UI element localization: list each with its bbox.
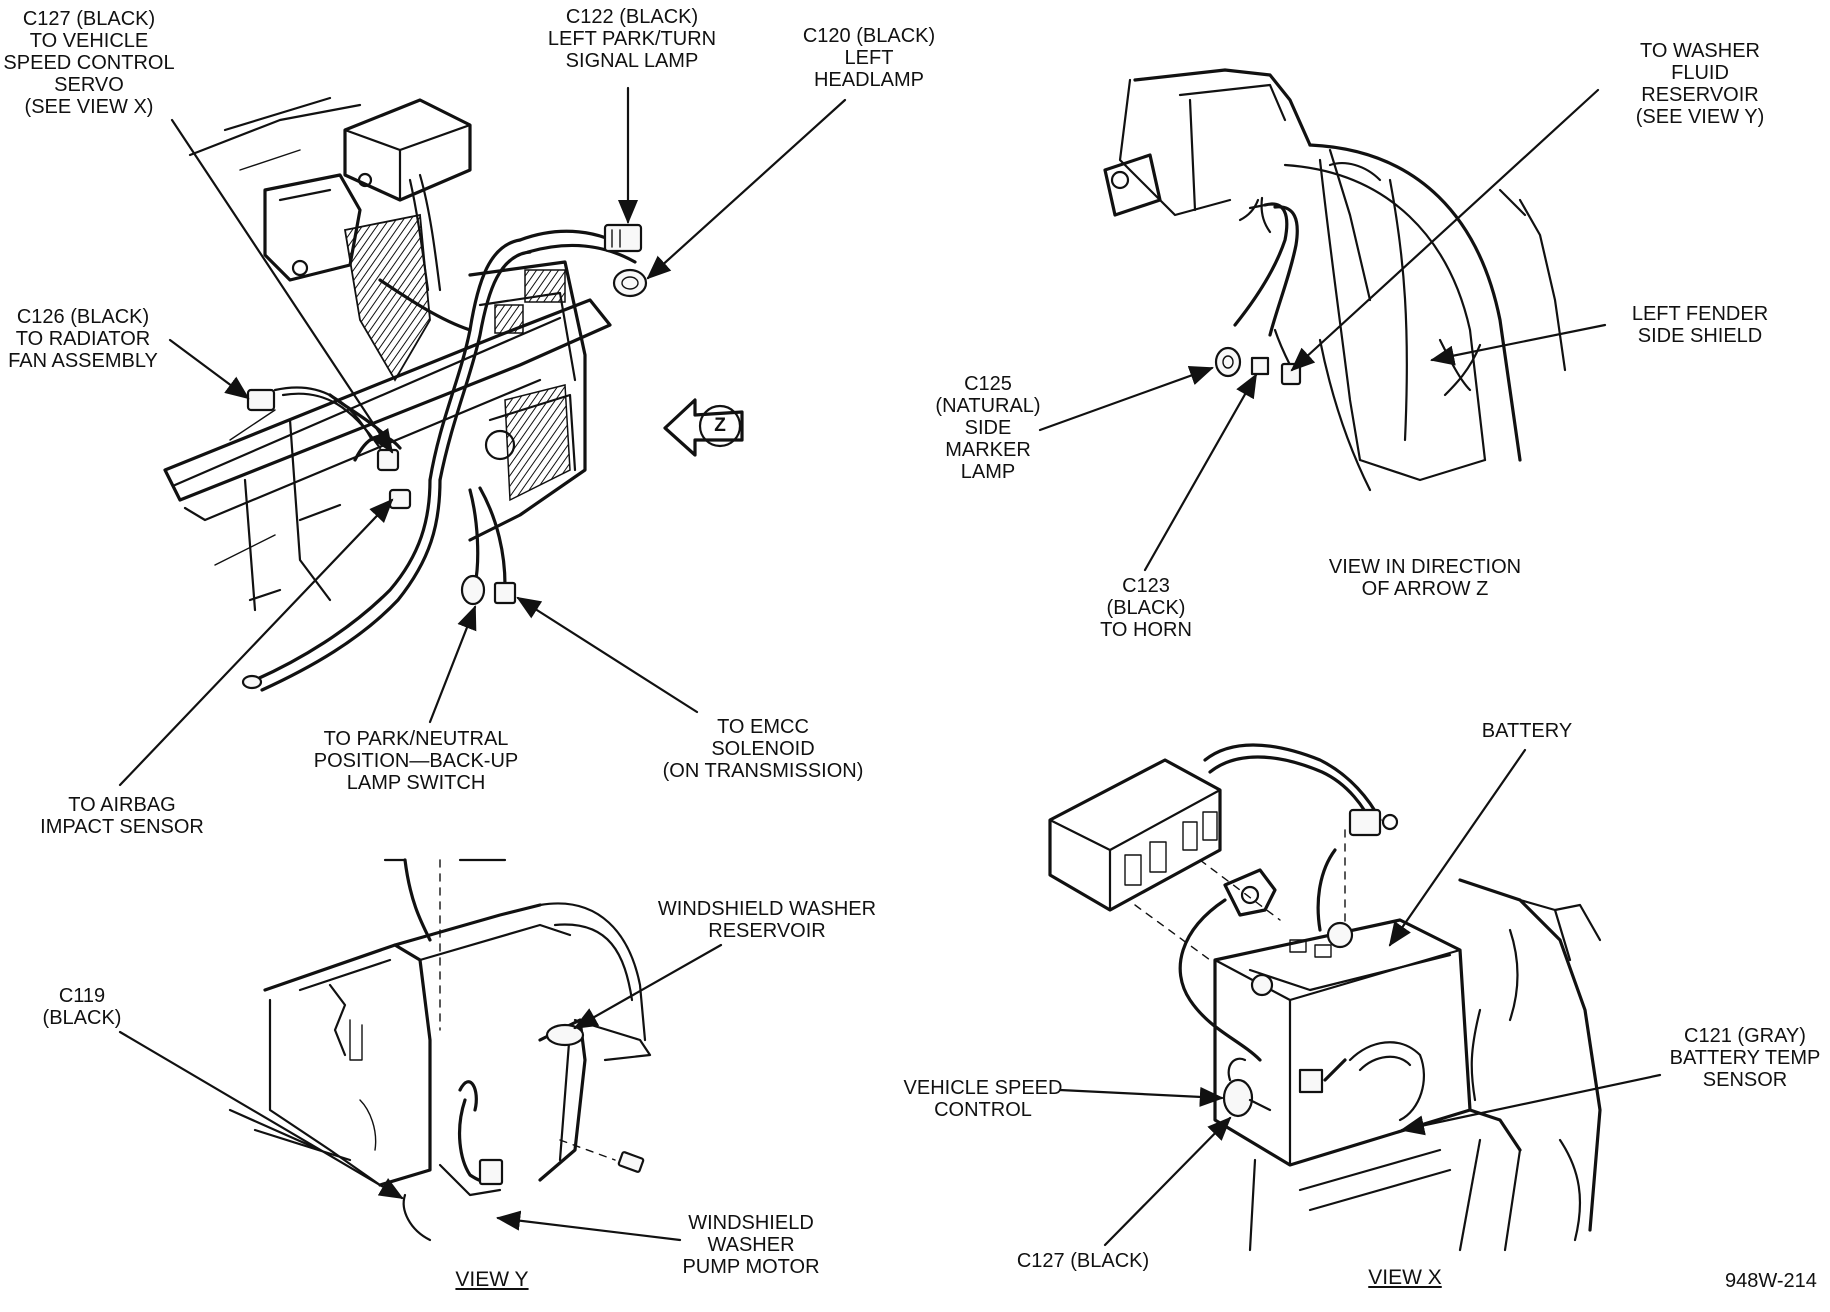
view-x-drawing — [1048, 743, 1602, 1252]
label-c125-side-marker-lamp: C125 (NATURAL) SIDE MARKER LAMP — [935, 373, 1041, 483]
label-windshield-washer-pump-motor: WINDSHIELD WASHER PUMP MOTOR — [682, 1212, 820, 1278]
label-c120-left-headlamp: C120 (BLACK) LEFT HEADLAMP — [802, 25, 936, 91]
leader-lines — [118, 86, 1662, 1247]
label-left-fender-side-shield: LEFT FENDER SIDE SHIELD — [1631, 303, 1769, 347]
label-washer-fluid-reservoir: TO WASHER FLUID RESERVOIR (SEE VIEW Y) — [1635, 40, 1765, 128]
label-park-neutral-switch: TO PARK/NEUTRAL POSITION—BACK-UP LAMP SW… — [313, 728, 519, 794]
label-c121-battery-temp-sensor: C121 (GRAY) BATTERY TEMP SENSOR — [1669, 1025, 1821, 1091]
label-c122-left-park-turn-lamp: C122 (BLACK) LEFT PARK/TURN SIGNAL LAMP — [547, 6, 717, 72]
arrow-z-indicator — [663, 398, 744, 457]
view-x-title: VIEW X — [1368, 1266, 1442, 1289]
label-battery: BATTERY — [1481, 720, 1573, 742]
fender-view-z-drawing — [1103, 68, 1567, 492]
label-c127-speed-control-servo: C127 (BLACK) TO VEHICLE SPEED CONTROL SE… — [3, 8, 175, 118]
label-c127-black: C127 (BLACK) — [1016, 1250, 1150, 1272]
label-c123-horn: C123 (BLACK) TO HORN — [1100, 575, 1192, 641]
label-c126-radiator-fan: C126 (BLACK) TO RADIATOR FAN ASSEMBLY — [8, 306, 158, 372]
front-end-harness-drawing — [163, 96, 648, 692]
view-y-drawing — [228, 858, 652, 1242]
arrow-z-letter: Z — [714, 415, 726, 436]
label-vehicle-speed-control: VEHICLE SPEED CONTROL — [903, 1077, 1063, 1121]
view-y-title: VIEW Y — [455, 1268, 529, 1291]
label-emcc-solenoid: TO EMCC SOLENOID (ON TRANSMISSION) — [662, 716, 864, 782]
figure-id: 948W-214 — [1725, 1270, 1817, 1292]
label-windshield-washer-reservoir: WINDSHIELD WASHER RESERVOIR — [657, 898, 877, 942]
label-view-in-direction-arrow-z: VIEW IN DIRECTION OF ARROW Z — [1328, 556, 1522, 600]
label-c119: C119 (BLACK) — [42, 985, 122, 1029]
label-airbag-impact-sensor: TO AIRBAG IMPACT SENSOR — [40, 794, 204, 838]
